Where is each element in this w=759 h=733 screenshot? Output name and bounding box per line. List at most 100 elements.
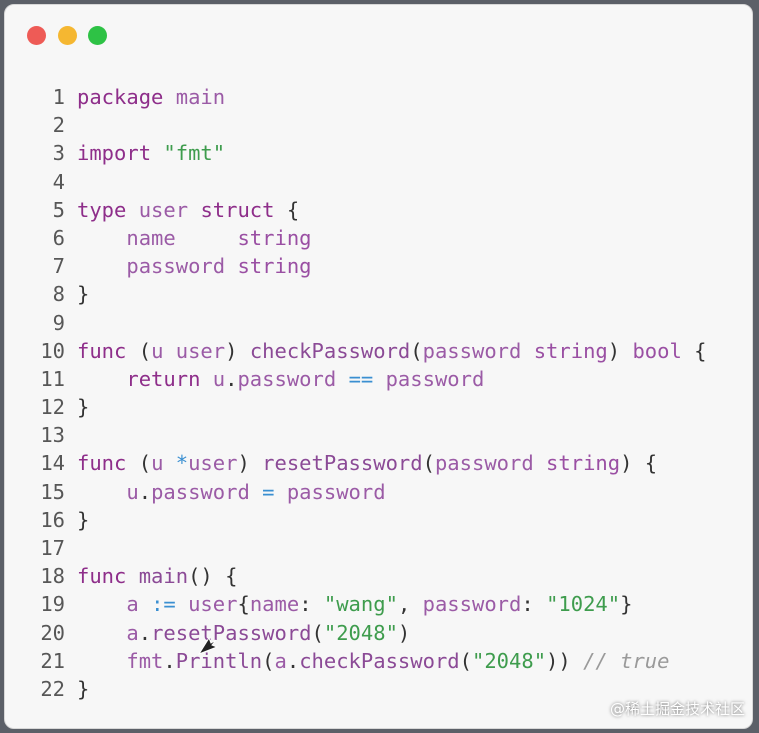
- code-token: "fmt": [163, 141, 226, 166]
- code-token: )): [546, 648, 584, 673]
- code-token: }: [77, 507, 90, 532]
- code-text: }: [65, 280, 89, 308]
- code-text: return u.password == password: [65, 365, 484, 393]
- line-number: 14: [40, 451, 65, 476]
- code-token: import: [77, 141, 152, 166]
- code-line: 17: [5, 534, 750, 562]
- code-token: password: [237, 366, 337, 391]
- code-token: }: [620, 592, 633, 617]
- code-token: // true: [583, 648, 670, 673]
- code-token: (: [126, 338, 152, 363]
- line-number: 9: [52, 310, 65, 335]
- code-token: resetPassword: [262, 451, 423, 476]
- code-line: 11 return u.password == password: [5, 365, 750, 393]
- code-text: }: [65, 675, 89, 703]
- code-token: [176, 592, 188, 616]
- code-token: (: [422, 451, 435, 476]
- code-token: .: [138, 620, 152, 645]
- zoom-icon[interactable]: [88, 26, 107, 45]
- code-token: :: [299, 592, 324, 617]
- code-token: bool: [632, 338, 682, 363]
- code-line: 7 password string: [5, 252, 750, 280]
- line-number: 18: [40, 564, 65, 589]
- code-text: }: [65, 393, 89, 421]
- code-token: string: [237, 225, 312, 250]
- line-number: 13: [40, 423, 65, 448]
- code-token: (: [410, 338, 423, 363]
- code-text: fmt.Println(a.checkPassword("2048")) // …: [65, 647, 669, 675]
- code-token: }: [77, 282, 90, 307]
- code-line: 2: [5, 111, 750, 139]
- code-token: ==: [348, 366, 374, 391]
- code-line: 1 package main: [5, 83, 750, 111]
- code-token: ): [237, 451, 263, 476]
- line-number: 22: [40, 676, 65, 701]
- close-icon[interactable]: [27, 26, 46, 45]
- line-number: 5: [52, 197, 65, 222]
- code-token: .: [225, 366, 238, 391]
- line-number: 10: [40, 338, 65, 363]
- code-token: [77, 254, 126, 278]
- code-token: [77, 226, 126, 250]
- code-token: "2048": [471, 648, 547, 673]
- code-text: func main() {: [65, 562, 237, 590]
- code-token: =: [262, 479, 275, 504]
- code-token: }: [77, 676, 90, 701]
- code-token: name: [126, 225, 176, 250]
- code-token: [77, 367, 126, 391]
- code-token: [77, 649, 126, 673]
- minimize-icon[interactable]: [58, 26, 77, 45]
- code-token: u: [151, 338, 164, 363]
- code-token: .: [286, 648, 300, 673]
- code-token: checkPassword: [299, 648, 460, 673]
- line-number: 21: [40, 648, 65, 673]
- code-token: (: [262, 648, 275, 673]
- code-token: u: [126, 479, 139, 504]
- code-token: password: [286, 479, 386, 504]
- code-token: [163, 451, 175, 475]
- code-token: func: [77, 564, 127, 589]
- code-token: password: [151, 479, 250, 504]
- code-text: [65, 309, 77, 337]
- code-token: password: [385, 366, 485, 391]
- code-token: (: [311, 620, 324, 645]
- code-token: [126, 198, 138, 222]
- code-text: password string: [65, 252, 311, 280]
- code-token: :: [521, 592, 547, 617]
- code-token: [77, 592, 126, 616]
- code-text: [65, 534, 77, 562]
- code-line: 6 name string: [5, 224, 750, 252]
- code-token: [151, 141, 163, 165]
- code-line: 21 fmt.Println(a.checkPassword("2048")) …: [5, 647, 750, 675]
- code-token: [225, 254, 237, 278]
- code-text: a := user{name: "wang", password: "1024"…: [65, 590, 632, 618]
- code-token: checkPassword: [249, 338, 411, 363]
- code-text: [65, 421, 77, 449]
- code-token: password: [422, 338, 522, 363]
- code-token: [275, 480, 287, 504]
- code-token: struct: [200, 197, 275, 222]
- code-token: {: [274, 197, 300, 222]
- line-number: 1: [52, 85, 65, 109]
- code-token: a: [126, 592, 139, 617]
- code-token: [139, 592, 151, 616]
- code-text: type user struct {: [65, 196, 299, 224]
- code-token: [534, 451, 546, 475]
- code-token: main: [175, 85, 226, 109]
- code-token: *: [175, 451, 189, 476]
- line-number: 16: [40, 507, 65, 532]
- line-number: 15: [40, 479, 65, 504]
- code-token: (: [126, 451, 152, 476]
- code-line: 12}: [5, 393, 750, 421]
- code-token: package: [77, 85, 164, 109]
- code-token: [373, 367, 385, 391]
- code-text: [65, 168, 77, 196]
- code-line: 8}: [5, 280, 750, 308]
- line-number: 19: [40, 592, 65, 617]
- code-token: main: [138, 564, 189, 589]
- code-token: user: [188, 592, 238, 617]
- code-token: [176, 226, 238, 250]
